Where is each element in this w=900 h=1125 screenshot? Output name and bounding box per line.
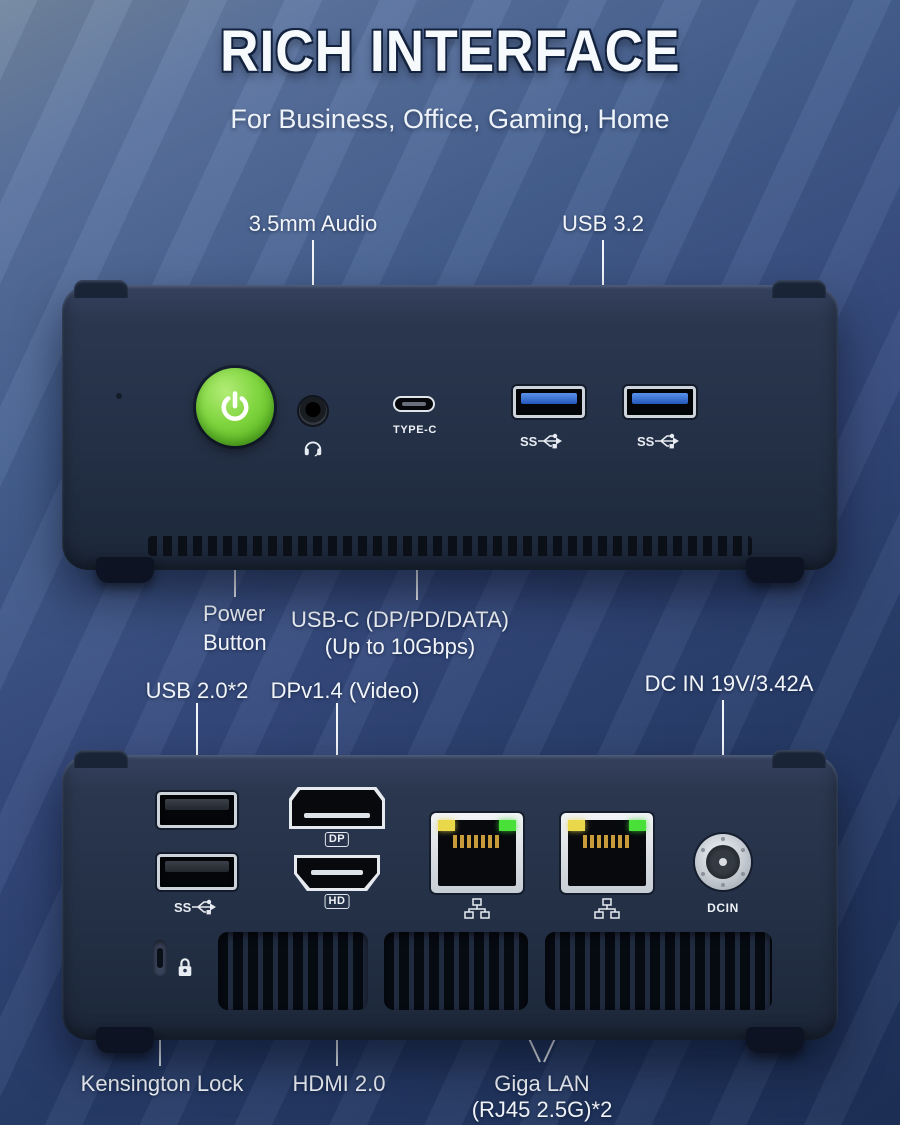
hdmi-slot — [311, 870, 363, 875]
ethernet-icon — [464, 898, 490, 919]
callout-label-usbc-line1: USB-C (DP/PD/DATA) — [291, 607, 509, 632]
callout-label-hdmi: HDMI 2.0 — [292, 1071, 386, 1096]
callout-label-usb32: USB 3.2 — [562, 211, 644, 236]
hdmi-cavity — [297, 858, 377, 888]
headphone-icon — [304, 441, 322, 457]
usb2-port-2 — [157, 854, 237, 890]
callout-label-lan: Giga LAN (RJ45 2.5G)*2 — [472, 1071, 613, 1123]
displayport-slot — [304, 813, 370, 818]
usb-c-pin — [402, 402, 426, 406]
rear-vent-grille-3 — [545, 932, 772, 1010]
front-panel-device: TYPE-C SS SS — [62, 280, 838, 583]
front-foot-left — [96, 557, 154, 583]
led-hole — [116, 393, 122, 399]
callout-label-usbc: USB-C (DP/PD/DATA) (Up to 10Gbps) — [291, 606, 509, 660]
rear-vent-grille-1 — [218, 932, 368, 1010]
lock-icon — [178, 958, 192, 976]
rear-foot-right — [746, 1027, 804, 1053]
lan-led-yellow — [568, 820, 585, 831]
lan-port-2 — [561, 813, 653, 893]
callout-label-usbc-line2: (Up to 10Gbps) — [324, 634, 476, 659]
rear-chassis-tab-left — [74, 750, 128, 768]
dc-in-jack — [695, 834, 751, 890]
callout-label-dpv14: DPv1.4 (Video) — [270, 678, 420, 703]
hdmi-port — [294, 855, 380, 891]
usb2-port-1 — [157, 792, 237, 828]
power-icon — [221, 391, 249, 421]
lan-port-1 — [431, 813, 523, 893]
svg-text:SS: SS — [637, 434, 655, 449]
page-title: RICH INTERFACE — [219, 19, 681, 84]
dcin-port-badge: DCIN — [707, 901, 739, 915]
usb-ss-icon: SS — [520, 433, 562, 449]
rear-panel-device: SS DP HD — [62, 750, 838, 1053]
usb2-tongue-1 — [165, 799, 229, 810]
lan-led-yellow — [438, 820, 455, 831]
rear-foot-left — [96, 1027, 154, 1053]
rear-vent-grille-2 — [384, 932, 528, 1010]
usb-ss-icon: SS — [174, 899, 216, 915]
displayport-cavity — [292, 790, 382, 826]
header: RICH INTERFACE — [0, 18, 900, 85]
lan-led-green — [629, 820, 646, 831]
callout-label-lan-line2: (RJ45 2.5G)*2 — [471, 1097, 613, 1122]
callout-label-lan-line1: Giga LAN — [494, 1071, 590, 1096]
callout-label-usb20: USB 2.0*2 — [145, 678, 249, 703]
dp-port-badge: DP — [324, 832, 350, 847]
lan-cavity-2 — [568, 820, 646, 886]
front-foot-right — [746, 557, 804, 583]
lan-cavity-1 — [438, 820, 516, 886]
usb3-port-2 — [624, 386, 696, 418]
svg-text:SS: SS — [520, 434, 538, 449]
audio-jack-port — [299, 397, 327, 425]
callout-label-power: Power Button — [203, 599, 267, 657]
rear-chassis-tab-right — [772, 750, 826, 768]
usb-ss-icon: SS — [637, 433, 679, 449]
front-vent-grille — [148, 536, 752, 556]
callout-label-kensington: Kensington Lock — [80, 1071, 244, 1096]
usb3-port-1 — [513, 386, 585, 418]
usb3-tongue-2 — [632, 393, 688, 404]
usb2-tongue-2 — [165, 861, 229, 872]
page-subtitle: For Business, Office, Gaming, Home — [230, 104, 670, 134]
lan-led-green — [499, 820, 516, 831]
callout-label-dcin: DC IN 19V/3.42A — [644, 671, 814, 696]
usb-c-port — [393, 396, 435, 412]
svg-text:SS: SS — [174, 900, 192, 915]
callout-label-power-line2: Button — [203, 630, 267, 655]
front-chassis-tab-right — [772, 280, 826, 298]
power-button — [196, 368, 274, 446]
callout-label-power-line1: Power — [203, 601, 266, 626]
lan-pins — [583, 835, 631, 848]
callout-label-audio: 3.5mm Audio — [248, 211, 378, 236]
lan-pins — [453, 835, 501, 848]
typec-port-label: TYPE-C — [393, 424, 437, 436]
usb3-tongue-1 — [521, 393, 577, 404]
kensington-lock-slot — [153, 940, 167, 976]
ethernet-icon — [594, 898, 620, 919]
dc-pin — [719, 858, 727, 866]
hdmi-port-badge: HD — [324, 894, 350, 909]
displayport-port — [289, 787, 385, 829]
front-chassis-tab-left — [74, 280, 128, 298]
